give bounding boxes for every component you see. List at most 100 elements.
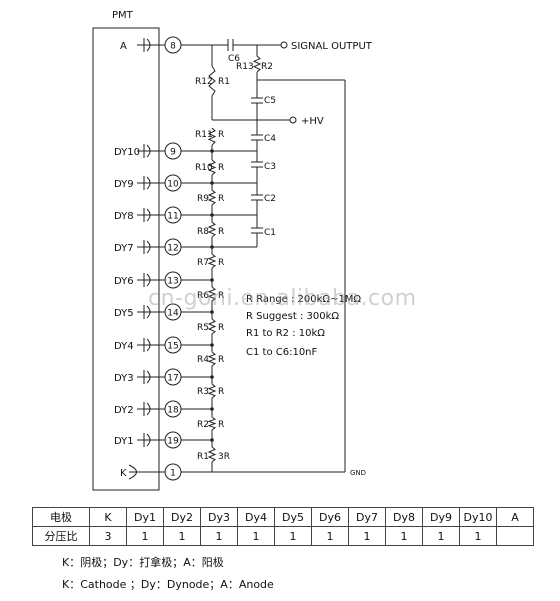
dynode-symbol: [137, 433, 165, 447]
pin-number: 15: [167, 342, 178, 352]
dynode-symbol: [137, 305, 165, 319]
label-r10-val: R: [218, 163, 224, 173]
pin-label: DY8: [114, 211, 134, 222]
resistor-zigzag: [207, 189, 217, 206]
resistor-zigzag: [207, 159, 217, 176]
electrode-cell: Dy4: [237, 507, 275, 527]
label-c3: C3: [264, 162, 276, 172]
pin-label: DY4: [114, 341, 134, 352]
electrode-header: 电极: [32, 507, 90, 527]
pin-label: DY2: [114, 405, 134, 416]
resistor-zigzag: [207, 253, 217, 269]
dynode-symbol: [137, 208, 165, 222]
pin-number: 8: [170, 42, 176, 52]
electrode-cell: Dy7: [348, 507, 386, 527]
pin-dy5: DY5 14: [114, 303, 214, 321]
pin-label: DY5: [114, 308, 134, 319]
pin-label: DY10: [114, 147, 140, 158]
pin-label: DY9: [114, 179, 134, 190]
pin-number: 1: [170, 469, 176, 479]
electrode-cell: Dy8: [385, 507, 423, 527]
resistor-group: [207, 55, 262, 463]
hv-terminal: [289, 116, 297, 124]
voltage-ratio-table: 电极 K Dy1 Dy2 Dy3 Dy4 Dy5 Dy6 Dy7 Dy8 Dy9…: [32, 507, 534, 546]
label-r1: R1: [197, 452, 209, 462]
legend-english: K：Cathode ；Dy：Dynode；A：Anode: [62, 578, 274, 591]
resistor-zigzag: [207, 446, 217, 463]
electrode-cell: Dy10: [459, 507, 497, 527]
ratio-row: 分压比 3 1 1 1 1 1 1 1 1 1 1: [32, 526, 534, 546]
electrode-cell: Dy9: [422, 507, 460, 527]
pin-number: 10: [167, 180, 179, 190]
gnd-label: GND: [350, 469, 366, 477]
pin-label: DY7: [114, 243, 134, 254]
dynode-symbol: [137, 144, 165, 158]
pin-number: 14: [167, 309, 179, 319]
label-r2-val: R: [218, 420, 224, 430]
hv-label: +HV: [301, 116, 324, 127]
electrode-row: 电极 K Dy1 Dy2 Dy3 Dy4 Dy5 Dy6 Dy7 Dy8 Dy9…: [32, 507, 534, 527]
label-r8-val: R: [218, 227, 224, 237]
label-c2: C2: [264, 194, 276, 204]
resistor-zigzag: [208, 65, 216, 97]
legend-chinese: K：阴极；Dy：打拿极；A：阳极: [62, 556, 224, 569]
pin-dy4: DY4 15: [114, 336, 214, 354]
pmt-label: PMT: [112, 10, 134, 21]
label-r1-val: 3R: [218, 452, 230, 462]
resistor-zigzag: [207, 221, 217, 238]
signal-output-label: SIGNAL OUTPUT: [291, 41, 373, 52]
cathode-arc: [128, 464, 165, 480]
resistor-zigzag: [207, 318, 217, 335]
pin-number: 11: [167, 212, 178, 222]
electrode-cell: A: [496, 507, 534, 527]
pin-dy10: DY10 9: [114, 142, 214, 160]
pin-dy9: DY9 10: [114, 174, 214, 192]
resistor-zigzag: [207, 383, 217, 399]
ratio-cell: 1: [237, 526, 275, 546]
resistor-zigzag: [252, 55, 262, 73]
pin-label: DY6: [114, 276, 134, 287]
pin-label: A: [120, 41, 127, 52]
label-r9: R9: [197, 194, 209, 204]
label-r12: R12: [195, 77, 213, 87]
note-r-range: R Range : 200kΩ~1MΩ: [246, 294, 361, 305]
dynode-symbol: [137, 370, 165, 384]
ratio-cell: 1: [459, 526, 497, 546]
pin-dy8: DY8 11: [114, 206, 214, 224]
ratio-cell: 1: [163, 526, 201, 546]
pin-number: 12: [167, 244, 178, 254]
label-r7: R7: [197, 258, 209, 268]
label-r8: R8: [197, 227, 209, 237]
pin-label: DY1: [114, 436, 134, 447]
label-r4-val: R: [218, 355, 224, 365]
pin-number: 17: [167, 374, 178, 384]
pin-number: 13: [167, 277, 178, 287]
electrode-cell: Dy1: [126, 507, 164, 527]
electrode-cell: Dy3: [200, 507, 238, 527]
label-c5: C5: [264, 96, 276, 106]
ratio-cell-empty: [496, 526, 534, 546]
electrode-cell: Dy2: [163, 507, 201, 527]
ratio-cell: 3: [89, 526, 127, 546]
resistor-zigzag: [207, 127, 217, 146]
label-r11-val: R: [218, 130, 224, 140]
dynode-symbol: [137, 338, 165, 352]
label-r11: R11: [195, 130, 213, 140]
electrode-cell: K: [89, 507, 127, 527]
label-r4: R4: [197, 355, 209, 365]
note-r1-r2: R1 to R2 : 10kΩ: [246, 328, 325, 339]
pin-number: 9: [170, 148, 176, 158]
dynode-symbol: [137, 273, 165, 287]
label-r5-val: R: [218, 323, 224, 333]
note-r-suggest: R Suggest : 300kΩ: [246, 311, 339, 322]
electrode-cell: Dy6: [311, 507, 349, 527]
pin-dy6: DY6 13: [114, 271, 214, 289]
label-c6: C6: [228, 54, 240, 64]
label-r5: R5: [197, 323, 209, 333]
dynode-symbol: [137, 176, 165, 190]
